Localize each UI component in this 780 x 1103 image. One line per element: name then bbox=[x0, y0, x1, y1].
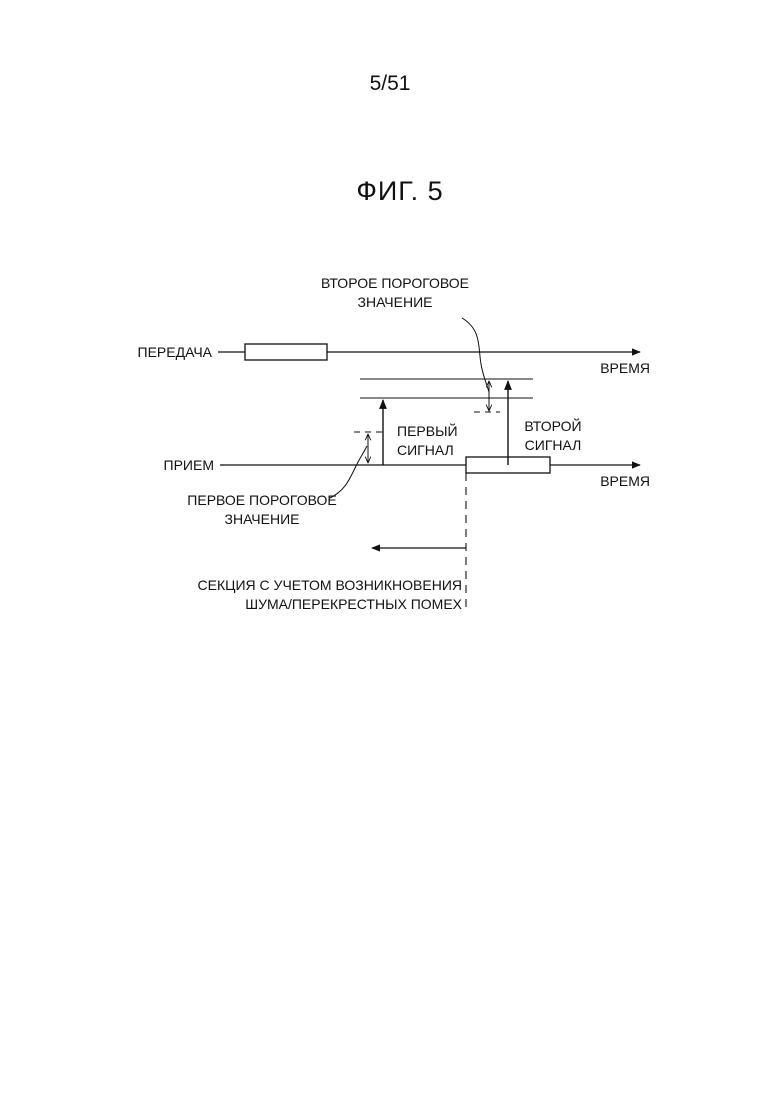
second-signal-label-line1: ВТОРОЙ bbox=[524, 417, 581, 434]
noise-section-label-line1: СЕКЦИЯ С УЧЕТОМ ВОЗНИКНОВЕНИЯ bbox=[198, 577, 462, 593]
time-label-top: ВРЕМЯ bbox=[600, 360, 650, 376]
first-threshold-label-line1: ПЕРВОЕ ПОРОГОВОЕ bbox=[187, 492, 336, 508]
transmit-label: ПЕРЕДАЧА bbox=[138, 344, 213, 360]
first-signal-label-line1: ПЕРВЫЙ bbox=[397, 422, 458, 439]
second-threshold-leader bbox=[462, 318, 489, 392]
time-label-bottom: ВРЕМЯ bbox=[600, 473, 650, 489]
second-threshold-label-line2: ЗНАЧЕНИЕ bbox=[358, 294, 433, 310]
first-threshold-leader bbox=[330, 446, 367, 498]
first-threshold-label-line2: ЗНАЧЕНИЕ bbox=[225, 511, 300, 527]
transmit-pulse bbox=[245, 344, 327, 360]
second-signal-label-line2: СИГНАЛ bbox=[525, 437, 582, 453]
receive-label: ПРИЕМ bbox=[164, 457, 214, 473]
second-threshold-label-line1: ВТОРОЕ ПОРОГОВОЕ bbox=[321, 275, 469, 291]
noise-section-label-line2: ШУМА/ПЕРЕКРЕСТНЫХ ПОМЕХ bbox=[245, 596, 462, 612]
first-signal-label-line2: СИГНАЛ bbox=[397, 442, 454, 458]
